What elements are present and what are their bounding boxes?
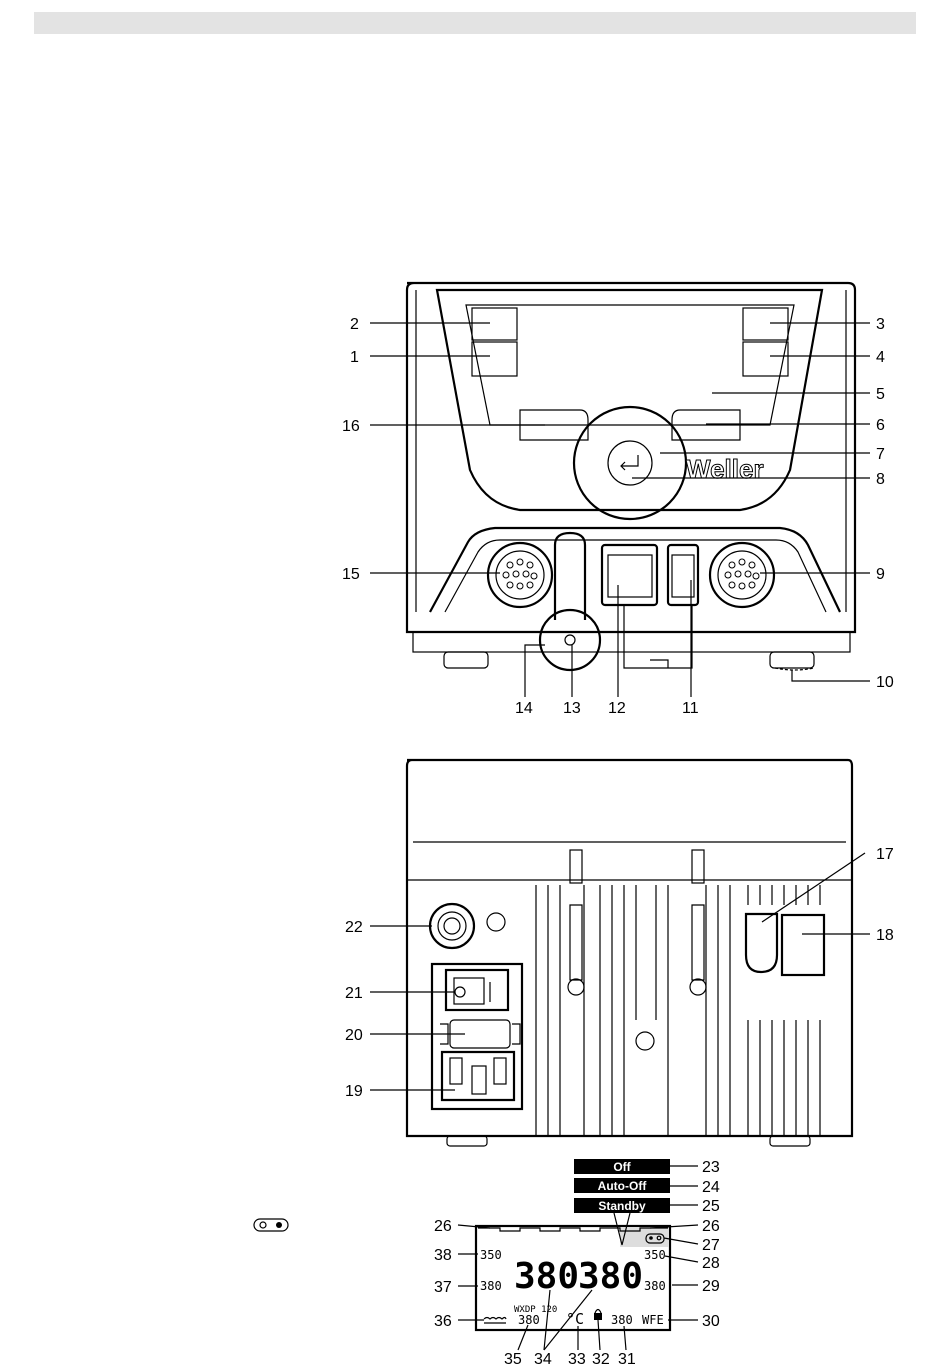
unit-celsius: °C — [566, 1310, 584, 1328]
callout-29: 29 — [702, 1278, 720, 1295]
callout-18: 18 — [876, 927, 894, 944]
callout-35: 35 — [504, 1351, 522, 1368]
callout-14: 14 — [515, 700, 533, 717]
callout-28: 28 — [702, 1255, 720, 1272]
callout-1: 1 — [350, 349, 359, 366]
callout-30: 30 — [702, 1313, 720, 1330]
callout-19: 19 — [345, 1083, 363, 1100]
big-temp-left: 380 — [514, 1256, 579, 1297]
callout-10: 10 — [876, 674, 894, 691]
wfe-label: WFE — [642, 1313, 664, 1327]
callout-21: 21 — [345, 985, 363, 1002]
right-lower-temp: 380 — [644, 1279, 666, 1293]
callout-4: 4 — [876, 349, 885, 366]
left-upper-temp: 350 — [480, 1248, 502, 1262]
callout-11: 11 — [682, 700, 699, 717]
callout-22: 22 — [345, 919, 363, 936]
callout-26-right: 26 — [702, 1218, 720, 1235]
big-temp-right: 380 — [578, 1256, 643, 1297]
callout-26-left: 26 — [434, 1218, 452, 1235]
callout-13: 13 — [563, 700, 581, 717]
tool-temp: 380 — [518, 1313, 540, 1327]
callout-32: 32 — [592, 1351, 610, 1368]
callout-5: 5 — [876, 386, 885, 403]
callout-7: 7 — [876, 446, 885, 463]
callout-24: 24 — [702, 1179, 720, 1196]
status-off: Off — [613, 1160, 631, 1174]
right-upper-temp: 350 — [644, 1248, 666, 1262]
status-standby: Standby — [598, 1199, 646, 1213]
callout-36: 36 — [434, 1313, 452, 1330]
callout-33: 33 — [568, 1351, 586, 1368]
callout-12: 12 — [608, 700, 626, 717]
callout-8: 8 — [876, 471, 885, 488]
bottom-temp: 380 — [611, 1313, 633, 1327]
callout-2: 2 — [350, 316, 359, 333]
callout-3: 3 — [876, 316, 885, 333]
left-lower-temp: 380 — [480, 1279, 502, 1293]
callout-17: 17 — [876, 846, 894, 863]
callout-20: 20 — [345, 1027, 363, 1044]
status-auto-off: Auto-Off — [598, 1179, 648, 1193]
front-view: Weller — [407, 283, 855, 670]
callout-34: 34 — [534, 1351, 552, 1368]
rear-view — [407, 760, 852, 1146]
callout-15: 15 — [342, 566, 360, 583]
callout-38: 38 — [434, 1247, 452, 1264]
callout-6: 6 — [876, 417, 885, 434]
callout-23: 23 — [702, 1159, 720, 1176]
callout-16: 16 — [342, 418, 360, 435]
callout-27: 27 — [702, 1237, 720, 1254]
callout-25: 25 — [702, 1198, 720, 1215]
callout-31: 31 — [618, 1351, 636, 1368]
callout-37: 37 — [434, 1279, 452, 1296]
callout-9: 9 — [876, 566, 885, 583]
weller-logo: Weller — [686, 454, 764, 484]
